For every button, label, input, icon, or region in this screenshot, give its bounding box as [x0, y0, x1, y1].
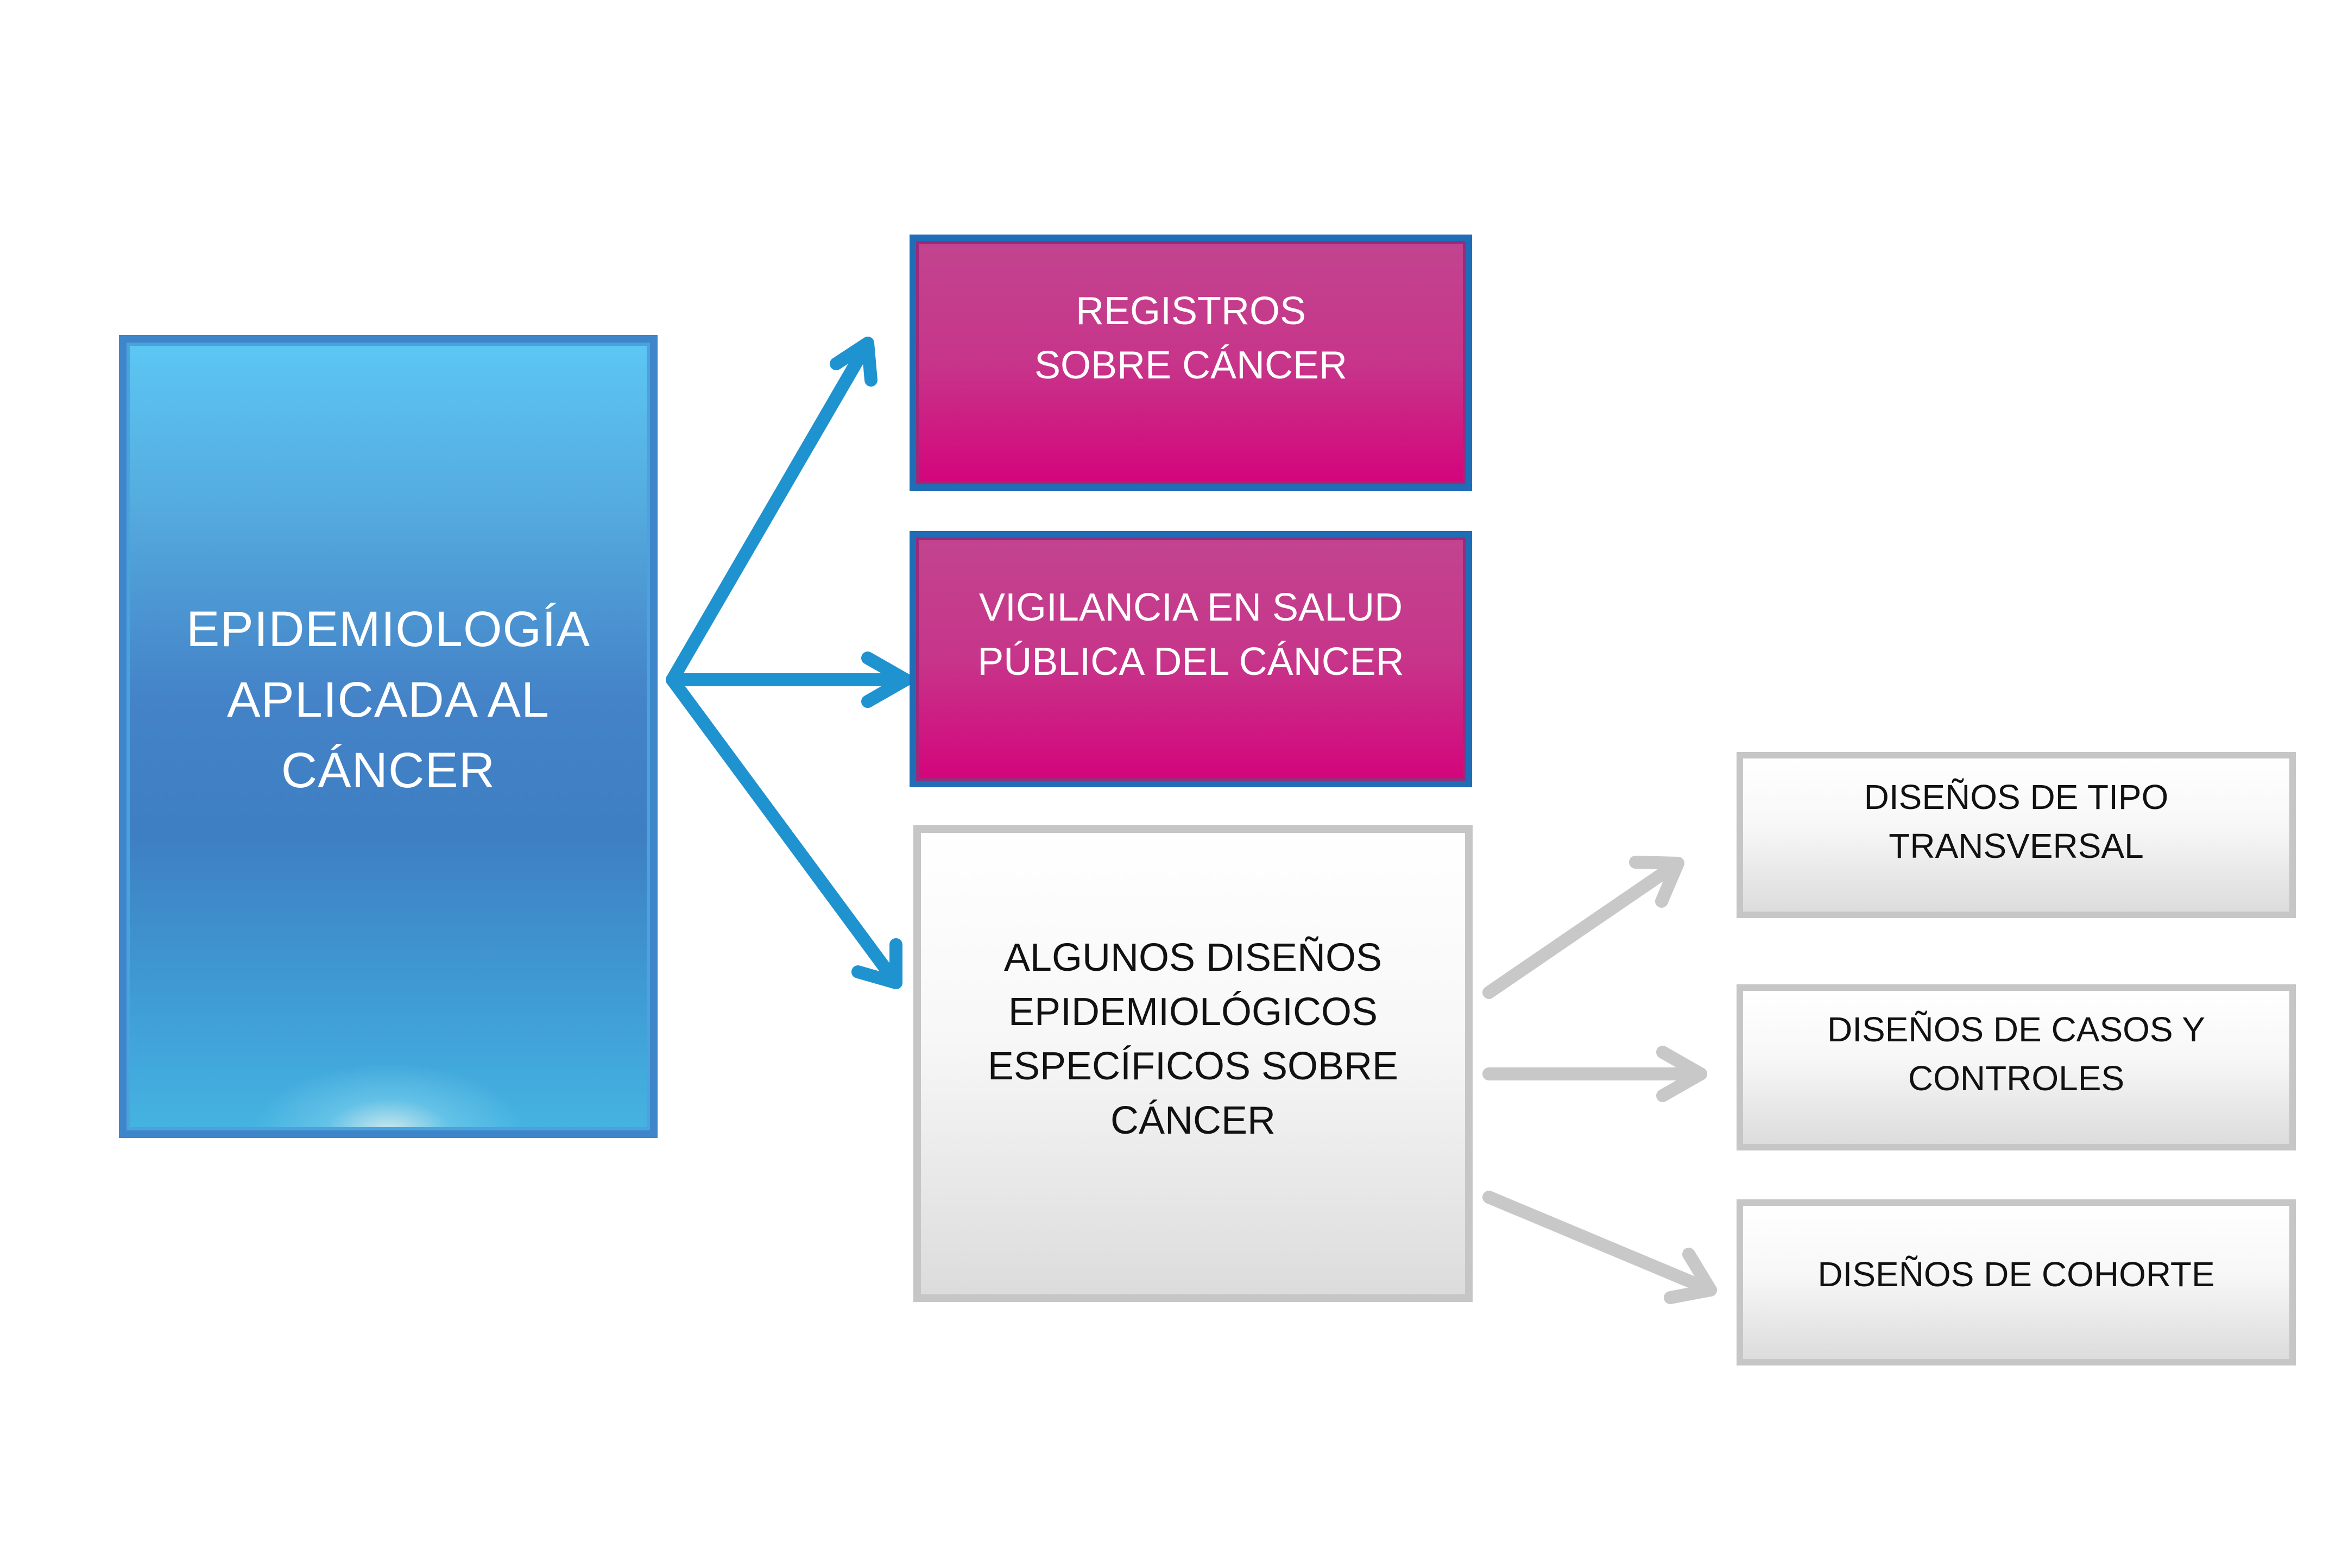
- registros-label: REGISTROS SOBRE CÁNCER: [1034, 289, 1348, 387]
- arrowhead-registros: [830, 337, 878, 387]
- grey-arrows: [1482, 856, 1717, 1304]
- main-topic-box: EPIDEMIOLOGÍA APLICADA AL CÁNCER: [119, 335, 658, 1138]
- casos-controles-label: DISEÑOS DE CASOS Y CONTROLES: [1827, 1010, 2205, 1098]
- arrowhead-casos: [1656, 1046, 1707, 1102]
- arrow-to-registros: [666, 337, 874, 686]
- arrow-to-cohorte: [1482, 1191, 1717, 1297]
- arrow-to-disenos: [666, 673, 902, 989]
- transversal-label: DISEÑOS DE TIPO TRANSVERSAL: [1864, 777, 2169, 865]
- arrow-to-transversal: [1482, 857, 1684, 999]
- arrowhead-vigilancia: [861, 652, 912, 708]
- disenos-especificos-box: ALGUNOS DISEÑOS EPIDEMIOLÓGICOS ESPECÍFI…: [913, 825, 1473, 1302]
- main-topic-label: EPIDEMIOLOGÍA APLICADA AL CÁNCER: [186, 602, 591, 798]
- blue-arrows: [666, 337, 912, 989]
- arrowhead-transversal: [1629, 856, 1684, 908]
- cohorte-label: DISEÑOS DE COHORTE: [1817, 1255, 2215, 1294]
- casos-controles-box: DISEÑOS DE CASOS Y CONTROLES: [1737, 984, 2296, 1150]
- vigilancia-label: VIGILANCIA EN SALUD PÚBLICA DEL CÁNCER: [977, 586, 1404, 684]
- registros-box: REGISTROS SOBRE CÁNCER: [910, 235, 1472, 491]
- transversal-box: DISEÑOS DE TIPO TRANSVERSAL: [1737, 752, 2296, 918]
- arrowhead-disenos: [851, 938, 902, 989]
- disenos-especificos-label: ALGUNOS DISEÑOS EPIDEMIOLÓGICOS ESPECÍFI…: [987, 936, 1399, 1142]
- arrowhead-cohorte: [1664, 1248, 1717, 1304]
- cohorte-box: DISEÑOS DE COHORTE: [1737, 1199, 2296, 1365]
- vigilancia-box: VIGILANCIA EN SALUD PÚBLICA DEL CÁNCER: [910, 531, 1472, 787]
